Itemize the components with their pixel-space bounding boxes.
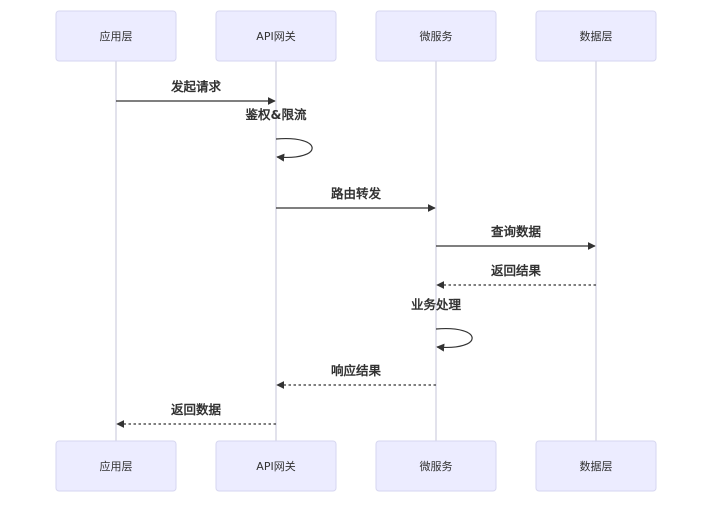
message-label: 鉴权&限流 xyxy=(245,107,307,122)
participant-app-bottom: 应用层 xyxy=(55,440,177,492)
message-label: 响应结果 xyxy=(331,363,382,378)
message-label: 返回结果 xyxy=(491,263,542,278)
message-label: 业务处理 xyxy=(411,297,462,312)
message-8: 返回数据 xyxy=(116,402,276,428)
self-message-arrow xyxy=(275,137,313,162)
participant-label: 微服务 xyxy=(420,29,453,43)
message-label: 发起请求 xyxy=(170,79,222,94)
participant-box xyxy=(375,10,497,62)
participant-service-top: 微服务 xyxy=(375,10,497,62)
message-label: 路由转发 xyxy=(331,186,382,201)
participant-label: API网关 xyxy=(256,29,295,43)
message-1: 发起请求 xyxy=(116,79,276,105)
message-5: 返回结果 xyxy=(436,263,596,289)
participant-box xyxy=(215,10,337,62)
participant-box xyxy=(535,440,657,492)
participant-data-bottom: 数据层 xyxy=(535,440,657,492)
participant-label: 微服务 xyxy=(420,459,453,473)
participant-box xyxy=(215,440,337,492)
participant-label: 应用层 xyxy=(100,29,133,43)
message-2: 鉴权&限流 xyxy=(245,107,313,162)
participant-box xyxy=(55,440,177,492)
message-4: 查询数据 xyxy=(436,224,596,250)
participant-app-top: 应用层 xyxy=(55,10,177,62)
self-message-arrow xyxy=(435,327,473,352)
participant-data-top: 数据层 xyxy=(535,10,657,62)
message-7: 响应结果 xyxy=(276,363,436,389)
participant-box xyxy=(375,440,497,492)
participant-label: 应用层 xyxy=(100,459,133,473)
participant-label: 数据层 xyxy=(580,29,613,43)
participant-gateway-bottom: API网关 xyxy=(215,440,337,492)
participant-box xyxy=(55,10,177,62)
message-label: 查询数据 xyxy=(490,224,542,239)
participant-box xyxy=(535,10,657,62)
message-3: 路由转发 xyxy=(276,186,436,212)
message-6: 业务处理 xyxy=(411,297,473,352)
participant-label: API网关 xyxy=(256,459,295,473)
participant-gateway-top: API网关 xyxy=(215,10,337,62)
participant-service-bottom: 微服务 xyxy=(375,440,497,492)
lifelines xyxy=(115,61,597,441)
participant-label: 数据层 xyxy=(580,459,613,473)
message-label: 返回数据 xyxy=(171,402,222,417)
